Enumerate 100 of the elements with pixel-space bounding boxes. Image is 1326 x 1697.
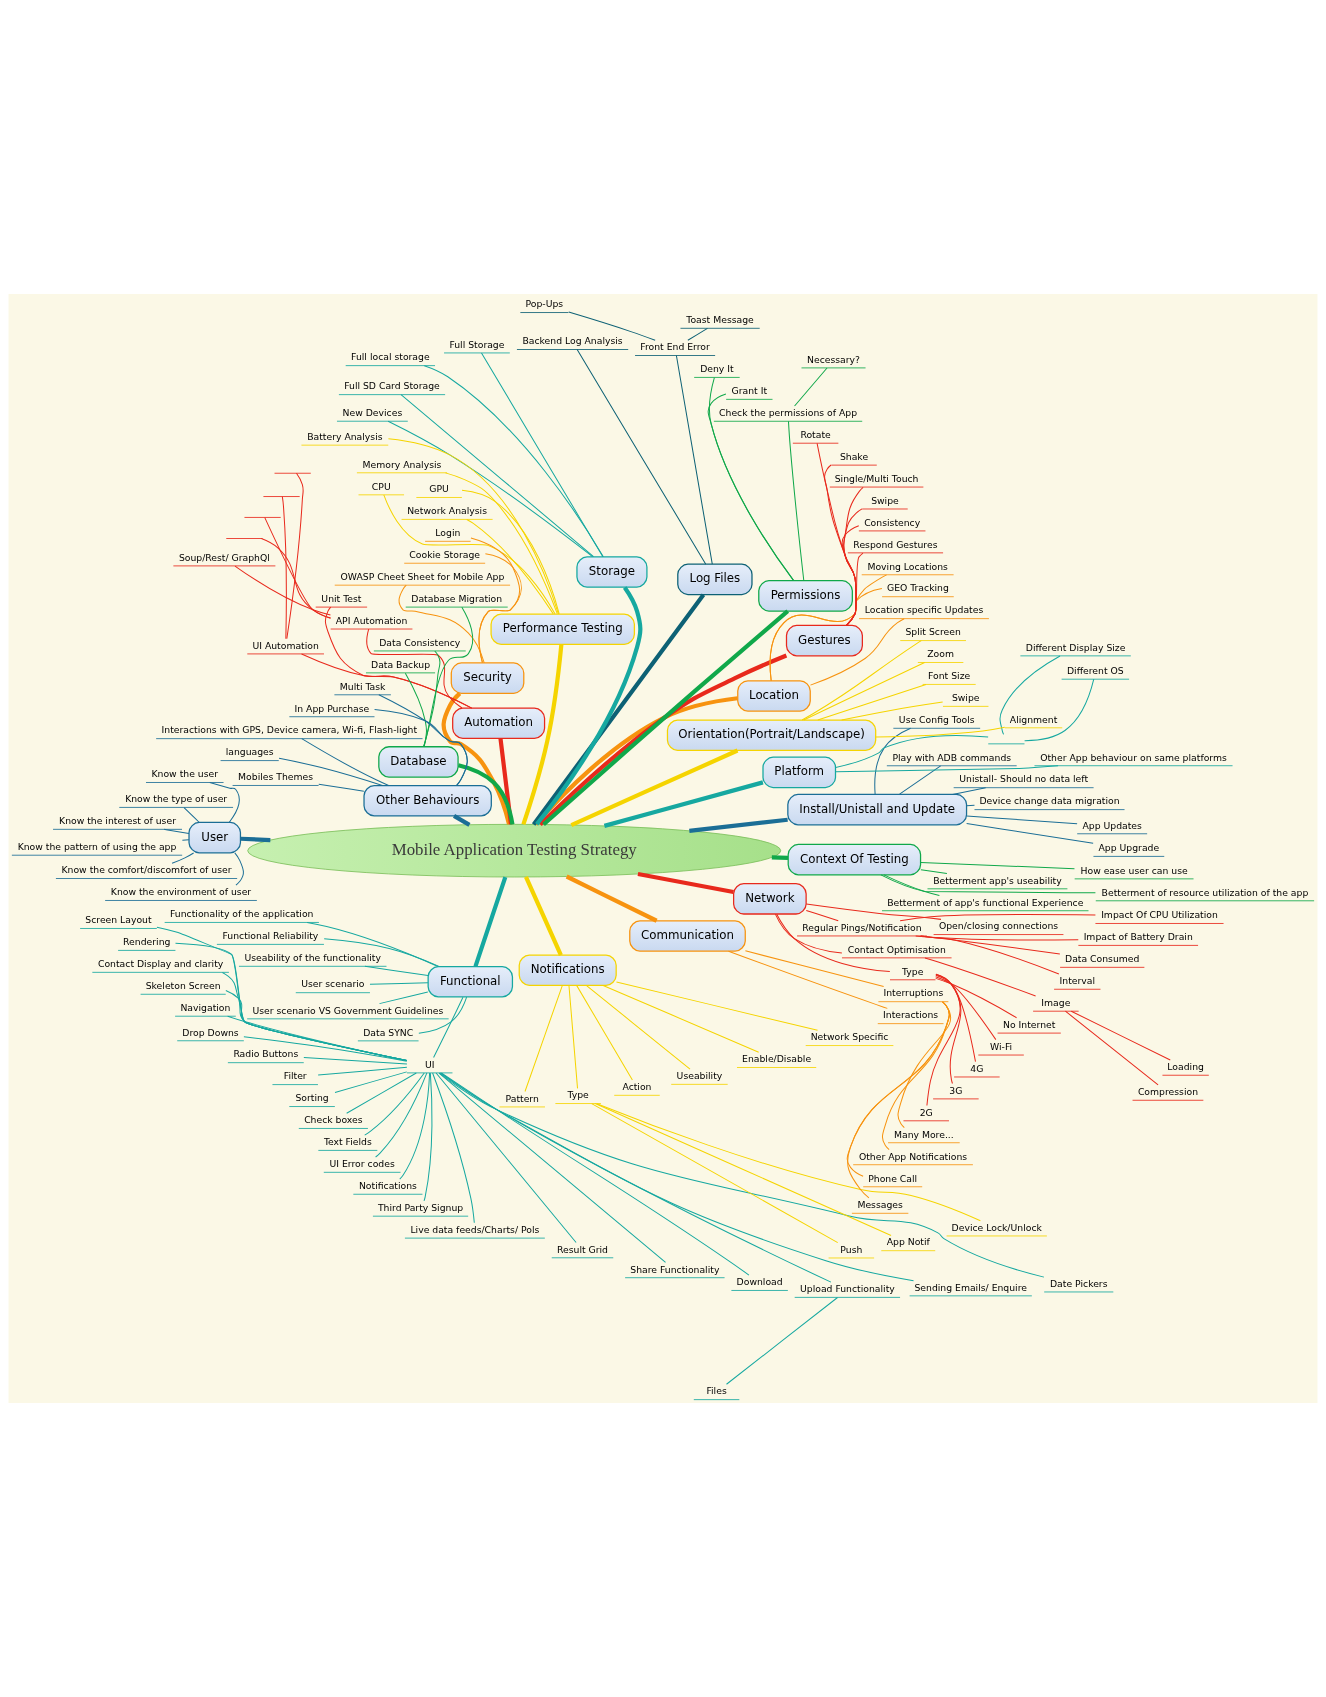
- node-text: Download: [736, 1276, 783, 1288]
- connector: [535, 586, 643, 826]
- connector: [303, 1056, 408, 1065]
- connector: [473, 876, 508, 967]
- node-box: Permissions: [758, 580, 853, 612]
- node-box: Storage: [576, 556, 648, 588]
- node-text: App Updates: [1082, 819, 1142, 831]
- connector: [883, 874, 940, 897]
- connector: [234, 565, 331, 616]
- node-text: Soup/Rest/ GraphQl: [178, 551, 270, 563]
- node-text: Multi Task: [339, 680, 386, 692]
- connector: [378, 991, 429, 1005]
- connector: [816, 442, 857, 626]
- connector: [881, 1001, 950, 1151]
- connector: [183, 807, 200, 823]
- node-text: UI: [424, 1058, 435, 1070]
- connector: [444, 472, 558, 615]
- node-text: Full Storage: [449, 338, 505, 350]
- connector: [156, 926, 408, 1062]
- connector: [999, 655, 1061, 735]
- connector: [375, 1072, 428, 1158]
- connector: [435, 1072, 577, 1243]
- node-text: Pattern: [505, 1092, 539, 1104]
- node-box: Install/Unistall and Update: [787, 793, 968, 826]
- node-box: Communication: [629, 920, 746, 952]
- connector: [874, 727, 912, 795]
- connector: [568, 985, 579, 1089]
- node-text: Notifications: [358, 1180, 417, 1192]
- connector: [845, 552, 864, 626]
- node-text: CPU: [371, 480, 391, 492]
- node-text: Functionality of the application: [170, 908, 314, 920]
- connector: [835, 765, 1059, 773]
- node-box: Location: [737, 680, 811, 712]
- node-text: Data Consumed: [1065, 953, 1140, 965]
- connector: [594, 1103, 892, 1236]
- connector: [387, 438, 559, 615]
- node-text: Open/closing connections: [938, 920, 1059, 932]
- node-text: Network Analysis: [407, 505, 487, 517]
- node-text: Check boxes: [304, 1114, 363, 1126]
- node-text: 3G: [949, 1084, 963, 1096]
- connector: [591, 1103, 839, 1244]
- connector: [565, 874, 658, 923]
- node-text: Files: [706, 1385, 727, 1397]
- connector: [534, 696, 738, 826]
- connector: [805, 903, 942, 920]
- node-line: [274, 472, 312, 474]
- node-text: Result Grid: [556, 1243, 609, 1255]
- node-text: No Internet: [1003, 1018, 1056, 1030]
- node-text: Push: [840, 1243, 863, 1255]
- connector: [364, 965, 429, 977]
- node-text: Many More...: [893, 1128, 954, 1140]
- node-text: Respond Gestures: [853, 538, 938, 550]
- node-text: Know the interest of user: [59, 815, 176, 827]
- node-text: OWASP Cheet Sheet for Mobile App: [340, 570, 505, 582]
- connector: [374, 708, 468, 786]
- node-text: Screen Layout: [85, 914, 152, 926]
- node-text: Functional Reliability: [222, 930, 319, 942]
- node-text: Interval: [1059, 975, 1096, 987]
- node-text: Filter: [283, 1070, 307, 1082]
- connector: [171, 852, 195, 864]
- node-text: Navigation: [180, 1001, 231, 1013]
- node-line: [225, 538, 263, 539]
- connector: [675, 355, 713, 565]
- node-text: Login: [435, 527, 461, 539]
- connector: [281, 496, 287, 640]
- node-text: Different Display Size: [1025, 641, 1126, 653]
- node-text: Location specific Updates: [864, 604, 984, 616]
- node-text: Sorting: [295, 1092, 329, 1104]
- node-box: Security: [450, 662, 525, 694]
- connector: [334, 1071, 408, 1093]
- node-text: User scenario VS Government Guidelines: [252, 1004, 444, 1016]
- connector: [1024, 678, 1095, 742]
- node-text: Messages: [857, 1199, 903, 1211]
- node-text: GEO Tracking: [887, 582, 949, 594]
- connector: [576, 985, 633, 1081]
- connector: [689, 817, 788, 833]
- node-text: Data Consistency: [379, 636, 461, 648]
- connector: [366, 628, 463, 709]
- node-text: Different OS: [1066, 664, 1124, 676]
- node-text: Betterment of app's functional Experience: [887, 896, 1084, 908]
- node-text: Unit Test: [321, 592, 362, 604]
- node-line: [987, 743, 1025, 745]
- node-text: Pop-Ups: [525, 298, 564, 310]
- node-box: Log Files: [677, 563, 753, 596]
- connector: [728, 950, 888, 1009]
- connector: [776, 913, 891, 973]
- node-text: Impact of Battery Drain: [1083, 931, 1193, 943]
- connector: [209, 782, 240, 823]
- connector: [809, 618, 905, 686]
- node-text: Rendering: [123, 936, 171, 948]
- node-text: GPU: [429, 483, 449, 495]
- connector: [935, 974, 976, 1063]
- node-text: Font Size: [928, 670, 971, 682]
- node-text: Know the user: [151, 768, 219, 780]
- connector: [843, 508, 863, 626]
- connector: [163, 828, 190, 834]
- node-text: Interactions: [883, 1009, 939, 1021]
- node-text: Moving Locations: [867, 560, 948, 572]
- node-ellipse: Mobile Application Testing Strategy: [247, 823, 782, 878]
- connector: [438, 1072, 667, 1263]
